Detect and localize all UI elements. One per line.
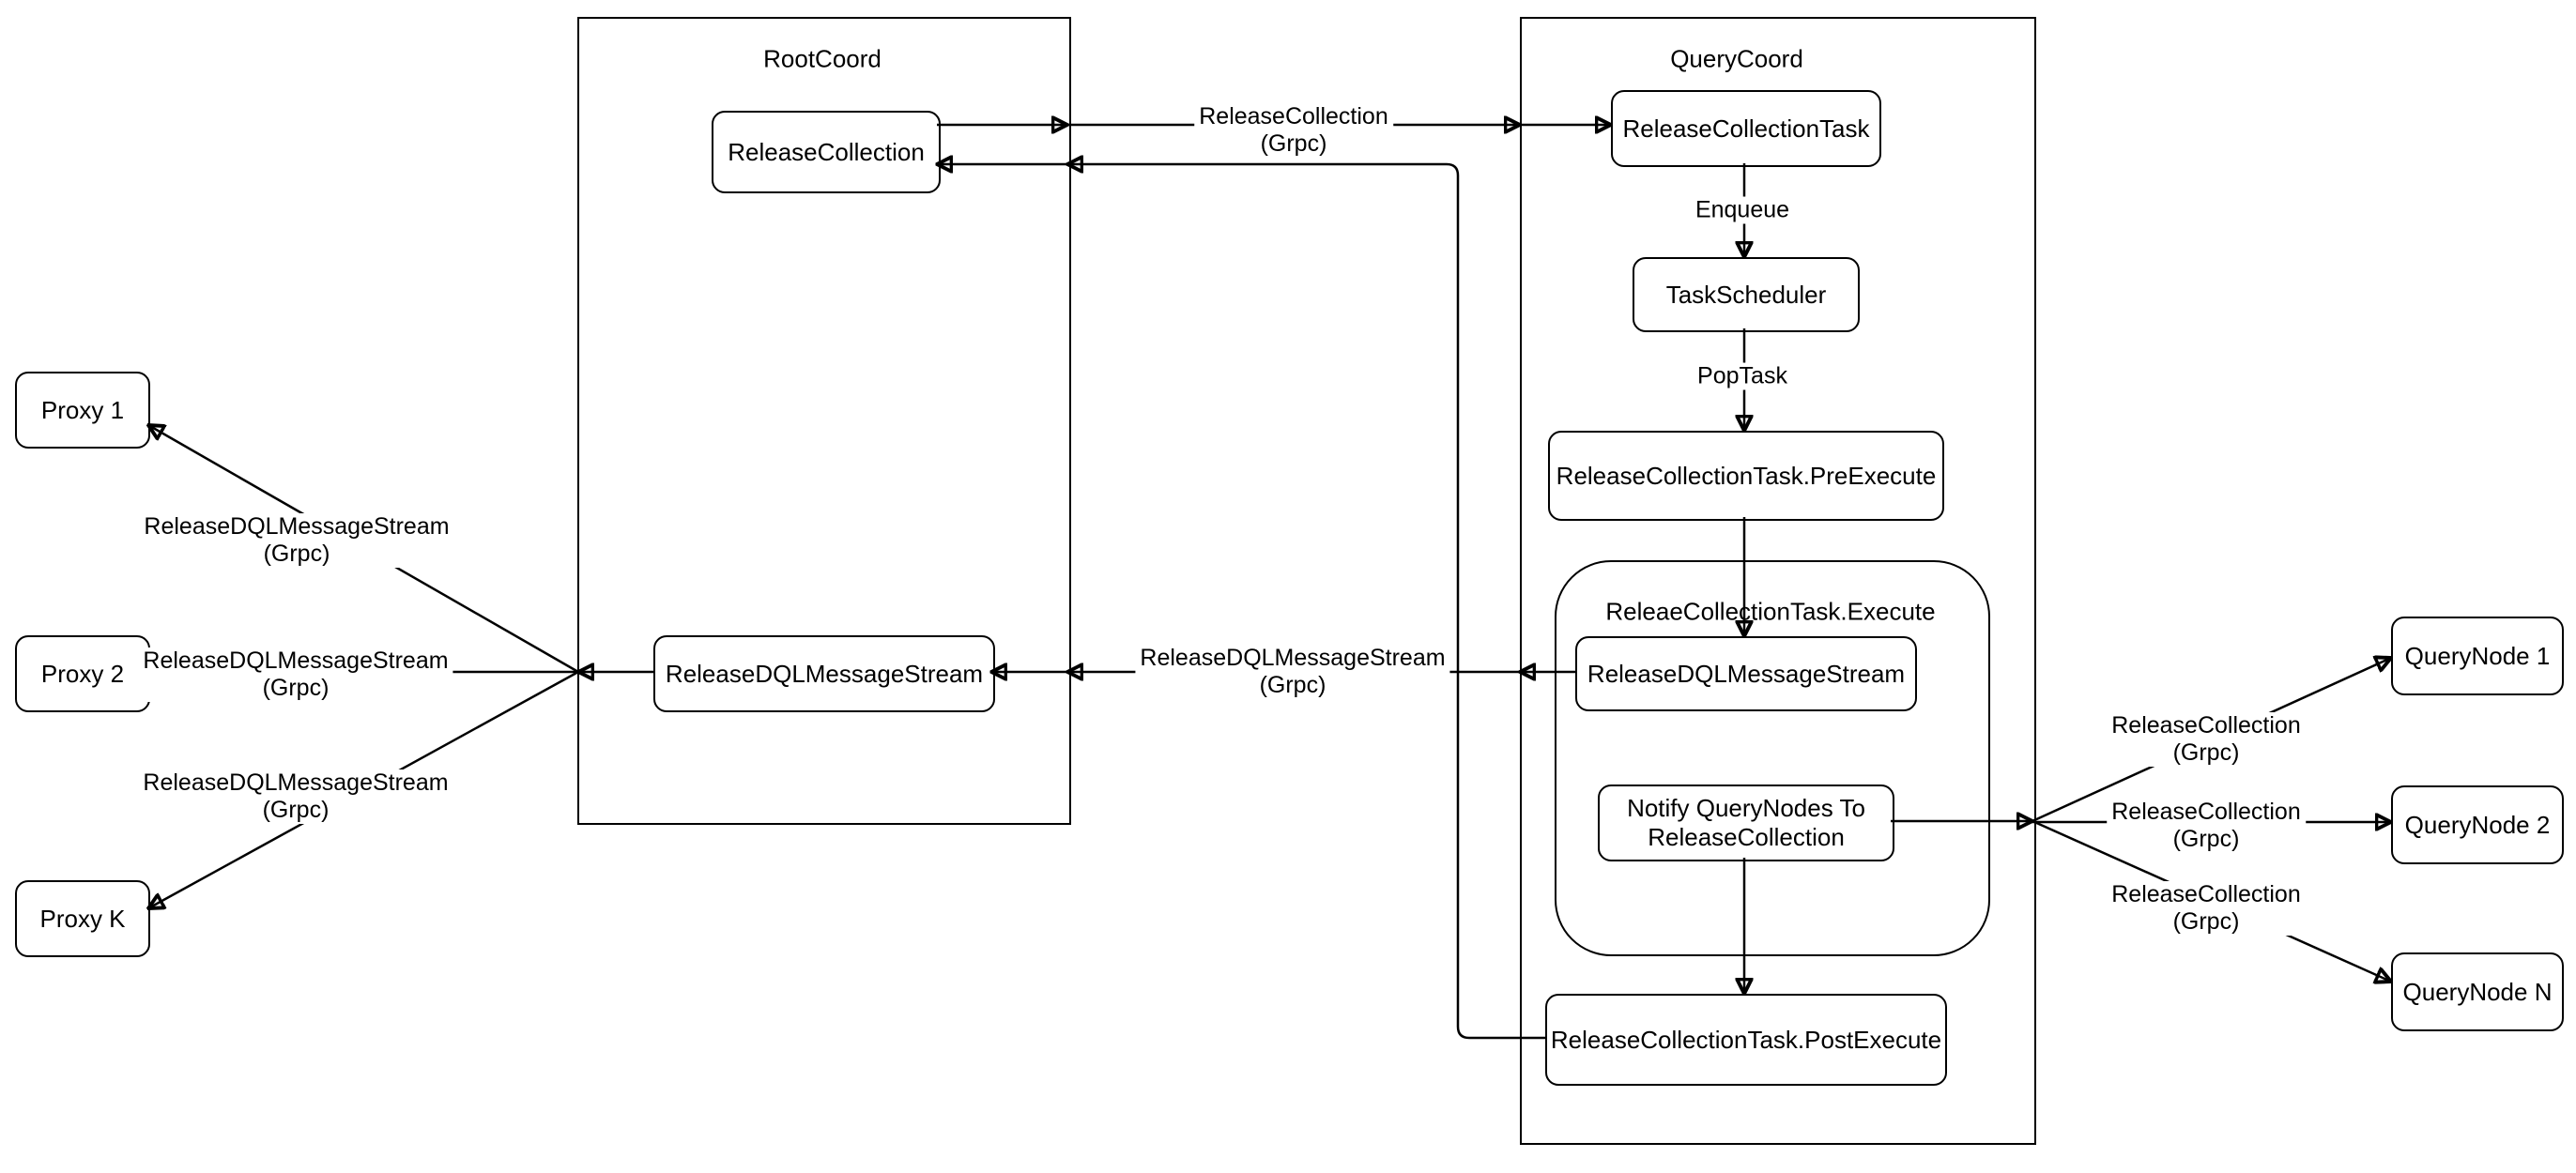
- edge-label-releasecollection-qn2: ReleaseCollection (Grpc): [2107, 799, 2306, 853]
- node-label: ReleaseDQLMessageStream: [1587, 659, 1906, 688]
- edge-label-line1: ReleaseCollection: [2111, 712, 2301, 739]
- edge-label-line2: (Grpc): [2172, 739, 2240, 766]
- node-proxy-2: Proxy 2: [15, 635, 150, 712]
- edge-label-line2: (Grpc): [1260, 130, 1327, 157]
- edge-label-line2: (Grpc): [1259, 672, 1326, 698]
- edge-label-line1: ReleaseCollection: [1199, 103, 1388, 129]
- edge-label-line1: ReleaseCollection: [2111, 881, 2301, 907]
- node-pre-execute: ReleaseCollectionTask.PreExecute: [1548, 431, 1944, 521]
- node-root-releasedqlmessagestream: ReleaseDQLMessageStream: [653, 635, 995, 712]
- node-label: ReleaseCollection: [728, 137, 925, 166]
- edge-label-rdqlms-proxy2: ReleaseDQLMessageStream (Grpc): [138, 647, 453, 702]
- node-post-execute: ReleaseCollectionTask.PostExecute: [1545, 994, 1947, 1086]
- node-label-line2: ReleaseCollection: [1648, 823, 1845, 851]
- edge-label-line2: (Grpc): [263, 541, 330, 567]
- querycoord-title: QueryCoord: [1670, 44, 1803, 73]
- node-querynode-2: QueryNode 2: [2391, 785, 2564, 864]
- node-proxy-k: Proxy K: [15, 880, 150, 957]
- edge-label-line2: (Grpc): [262, 675, 330, 701]
- node-label: ReleaseDQLMessageStream: [665, 659, 984, 688]
- edge-label-line2: (Grpc): [262, 797, 330, 823]
- edge-postexecute-return-to-rootcoord: [1067, 164, 1545, 1040]
- edge-label-line1: ReleaseCollection: [2111, 799, 2301, 825]
- edge-label-rdqlms-center: ReleaseDQLMessageStream (Grpc): [1135, 645, 1450, 699]
- edge-label-releasecollection-qnn: ReleaseCollection (Grpc): [2107, 881, 2306, 936]
- edge-label-line1: ReleaseDQLMessageStream: [144, 513, 450, 540]
- edge-label-poptask: PopTask: [1693, 362, 1792, 390]
- node-release-collection: ReleaseCollection: [712, 111, 941, 193]
- node-label: QueryNode 1: [2404, 641, 2551, 670]
- node-querynode-n: QueryNode N: [2391, 952, 2564, 1031]
- node-task-scheduler: TaskScheduler: [1633, 257, 1860, 332]
- node-release-collection-task: ReleaseCollectionTask: [1611, 90, 1881, 167]
- node-label: ReleaseCollectionTask.PostExecute: [1550, 1025, 1942, 1054]
- node-label: Proxy 1: [40, 395, 125, 424]
- node-label: ReleaseCollectionTask: [1622, 114, 1870, 143]
- execute-group-container: [1555, 560, 1990, 956]
- node-label: Proxy 2: [40, 659, 125, 688]
- execute-group-title: ReleaeCollectionTask.Execute: [1605, 597, 1936, 626]
- edge-label-rdqlms-proxyk: ReleaseDQLMessageStream (Grpc): [138, 769, 453, 824]
- rootcoord-title: RootCoord: [763, 44, 882, 73]
- edge-label-line1: ReleaseDQLMessageStream: [143, 647, 449, 674]
- node-querynode-1: QueryNode 1: [2391, 617, 2564, 695]
- node-notify-querynodes: Notify QueryNodes To ReleaseCollection: [1598, 785, 1894, 861]
- node-label: QueryNode 2: [2404, 810, 2551, 839]
- node-label-line1: Notify QueryNodes To: [1627, 794, 1865, 822]
- edge-label-releasecollection-qn1: ReleaseCollection (Grpc): [2107, 712, 2306, 767]
- edge-label-line2: (Grpc): [2172, 908, 2240, 935]
- node-label: Proxy K: [39, 904, 126, 933]
- node-label: ReleaseCollectionTask.PreExecute: [1556, 461, 1937, 490]
- edge-label-line1: ReleaseDQLMessageStream: [143, 769, 449, 796]
- edge-label-releasecollection-grpc: ReleaseCollection (Grpc): [1194, 103, 1393, 158]
- node-proxy-1: Proxy 1: [15, 372, 150, 449]
- edge-label-line2: (Grpc): [2172, 826, 2240, 852]
- edge-label-line1: ReleaseDQLMessageStream: [1140, 645, 1446, 671]
- node-label: TaskScheduler: [1665, 280, 1827, 309]
- edge-label-enqueue: Enqueue: [1690, 196, 1795, 224]
- node-inner-releasedqlmessagestream: ReleaseDQLMessageStream: [1575, 636, 1917, 711]
- edge-label-rdqlms-proxy1: ReleaseDQLMessageStream (Grpc): [139, 513, 454, 568]
- node-label: QueryNode N: [2402, 977, 2553, 1006]
